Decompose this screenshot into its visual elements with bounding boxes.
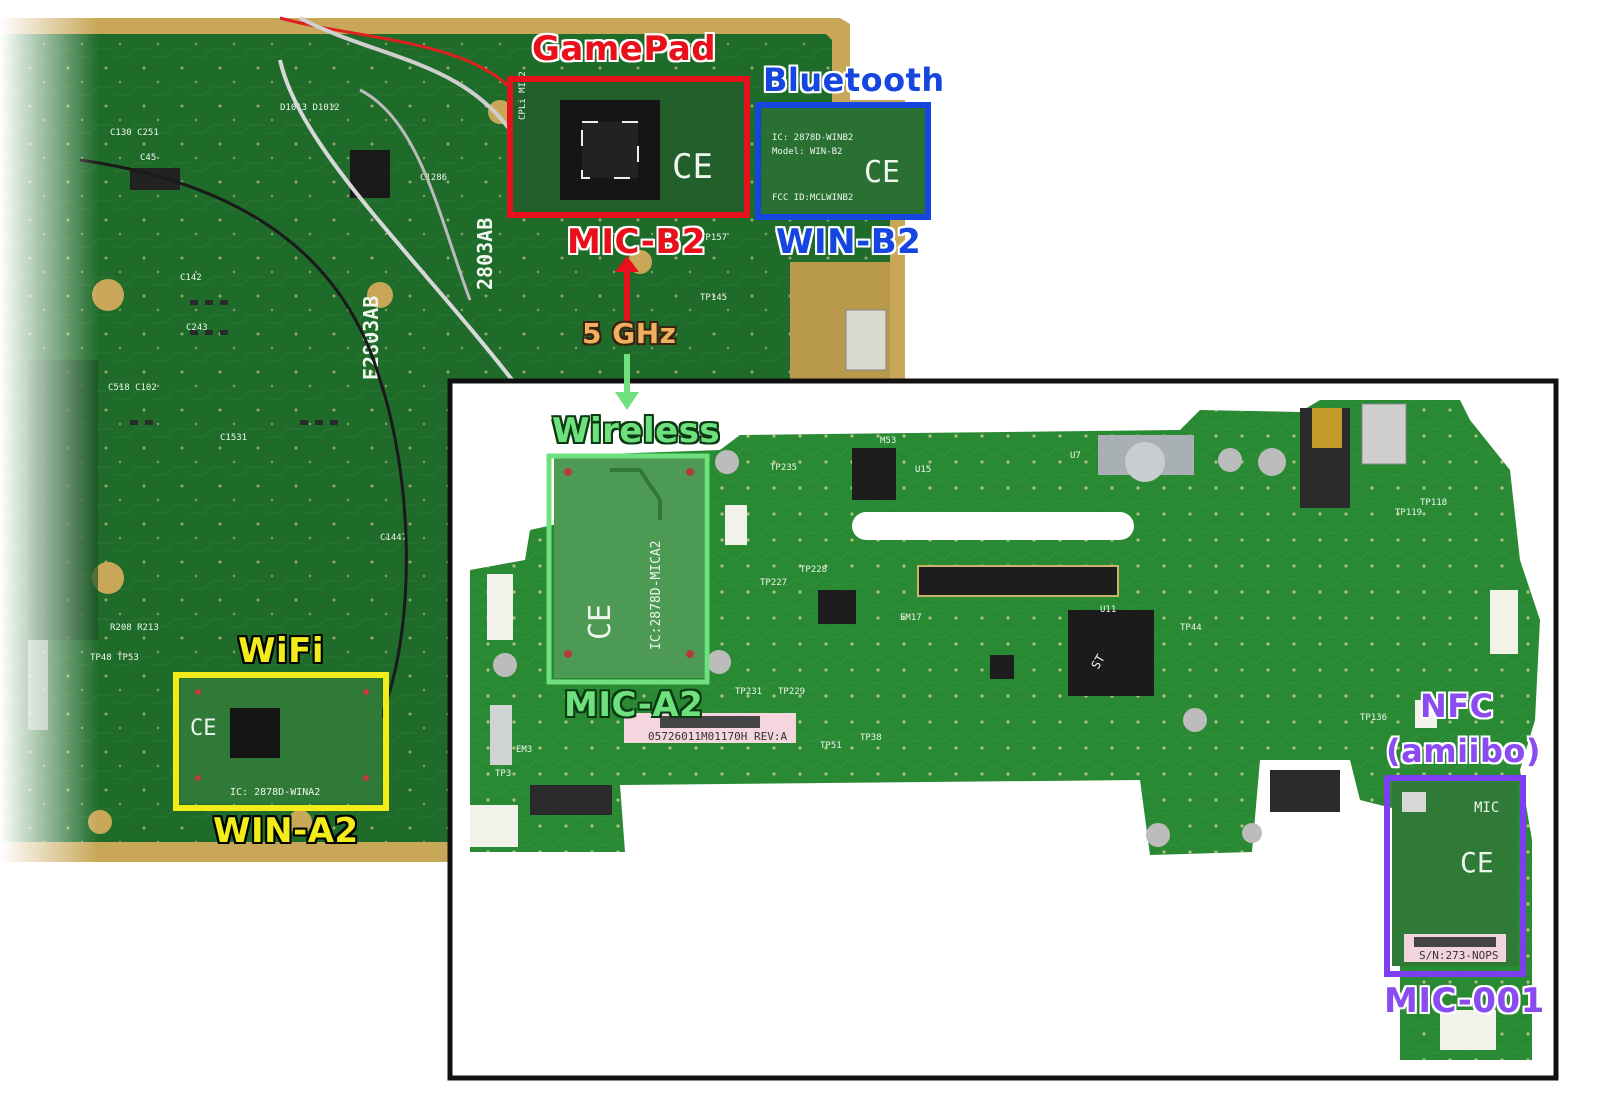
svg-text:U15: U15: [915, 465, 931, 475]
svg-text:TP228: TP228: [800, 565, 827, 575]
nfc-module-mic-001: MIC CE S/N:273-NOPS: [1392, 782, 1518, 966]
svg-text:U11: U11: [1100, 605, 1116, 615]
5ghz-label: 5 GHz: [582, 317, 677, 350]
svg-text:TP229: TP229: [778, 687, 805, 697]
svg-text:CPLi MIC2: CPLi MIC2: [518, 71, 528, 120]
svg-text:S/N:273-NOPS: S/N:273-NOPS: [1419, 949, 1498, 962]
main-board: C130 C251C45 D1013 D1012C1286 C142C243 C…: [0, 0, 905, 900]
svg-text:FCC ID:MCLWINB2: FCC ID:MCLWINB2: [772, 193, 853, 203]
bluetooth-highlight-box: [755, 102, 931, 220]
svg-text:TP119: TP119: [1395, 508, 1422, 518]
win-b2-label: WIN-B2: [776, 222, 922, 262]
svg-text:Model: WIN-B2: Model: WIN-B2: [772, 147, 842, 157]
ce-mark-icon: CE: [1460, 846, 1494, 879]
gamepad-module-mic-b2: CE CPLi MIC2: [511, 71, 747, 214]
ce-mark-icon: CE: [190, 716, 217, 741]
mic-001-label: MIC-001: [1384, 981, 1545, 1021]
wireless-label: Wireless: [552, 411, 721, 451]
ce-mark-icon: CE: [864, 155, 900, 190]
wireless-module-mic-a2: CE IC:2878D-MICA2: [554, 458, 704, 678]
gamepad-label: GamePad: [532, 29, 717, 69]
mic-b2-label: MIC-B2: [567, 222, 706, 262]
ce-mark-icon: CE: [672, 147, 713, 187]
wireless-highlight-box: [546, 453, 710, 685]
svg-text:TP118: TP118: [1420, 498, 1447, 508]
svg-text:EM3: EM3: [516, 745, 532, 755]
nfc-label: NFC: [1420, 687, 1494, 725]
svg-text:05726011M01170H REV:A: 05726011M01170H REV:A: [648, 730, 787, 743]
svg-text:2803AB: 2803AB: [473, 218, 497, 290]
svg-text:TP51: TP51: [820, 741, 842, 751]
mic-a2-label: MIC-A2: [564, 685, 704, 725]
svg-text:TP235: TP235: [770, 463, 797, 473]
win-a2-label: WIN-A2: [213, 811, 359, 851]
svg-text:TP145: TP145: [700, 293, 727, 303]
svg-text:U7: U7: [1070, 451, 1081, 461]
ce-mark-icon: CE: [583, 604, 618, 640]
svg-text:TP227: TP227: [760, 578, 787, 588]
link-arrows: [615, 256, 639, 410]
nfc-highlight-box: [1384, 775, 1526, 977]
svg-text:TP38: TP38: [860, 733, 882, 743]
svg-text:TP44: TP44: [1180, 623, 1202, 633]
svg-text:TP231: TP231: [735, 687, 762, 697]
svg-text:M53: M53: [880, 436, 896, 446]
wifi-label: WiFi: [238, 631, 325, 671]
svg-text:TP3: TP3: [495, 769, 511, 779]
bluetooth-label: Bluetooth: [763, 61, 945, 99]
gamepad-board: ST 05726011M01170H REV: [470, 400, 1540, 1060]
svg-text:IC:2878D-MICA2: IC:2878D-MICA2: [649, 540, 664, 650]
svg-text:TP157: TP157: [700, 233, 727, 243]
svg-text:TP136: TP136: [1360, 713, 1387, 723]
bluetooth-module-win-b2: IC: 2878D-WINB2 Model: WIN-B2 FCC ID:MCL…: [762, 108, 925, 214]
svg-text:MIC: MIC: [1474, 800, 1499, 816]
svg-text:EM17: EM17: [900, 613, 922, 623]
svg-text:IC: 2878D-WINB2: IC: 2878D-WINB2: [772, 133, 853, 143]
gamepad-highlight-box: [507, 76, 750, 218]
wifi-highlight-box: [173, 672, 389, 811]
svg-text:ST: ST: [1088, 652, 1107, 672]
barcode-sticker: 05726011M01170H REV:A: [624, 713, 796, 743]
amiibo-label: (amiibo): [1386, 732, 1542, 770]
wifi-module-win-a2: CE IC: 2878D-WINA2: [180, 678, 382, 804]
svg-text:IC: 2878D-WINA2: IC: 2878D-WINA2: [230, 787, 320, 798]
